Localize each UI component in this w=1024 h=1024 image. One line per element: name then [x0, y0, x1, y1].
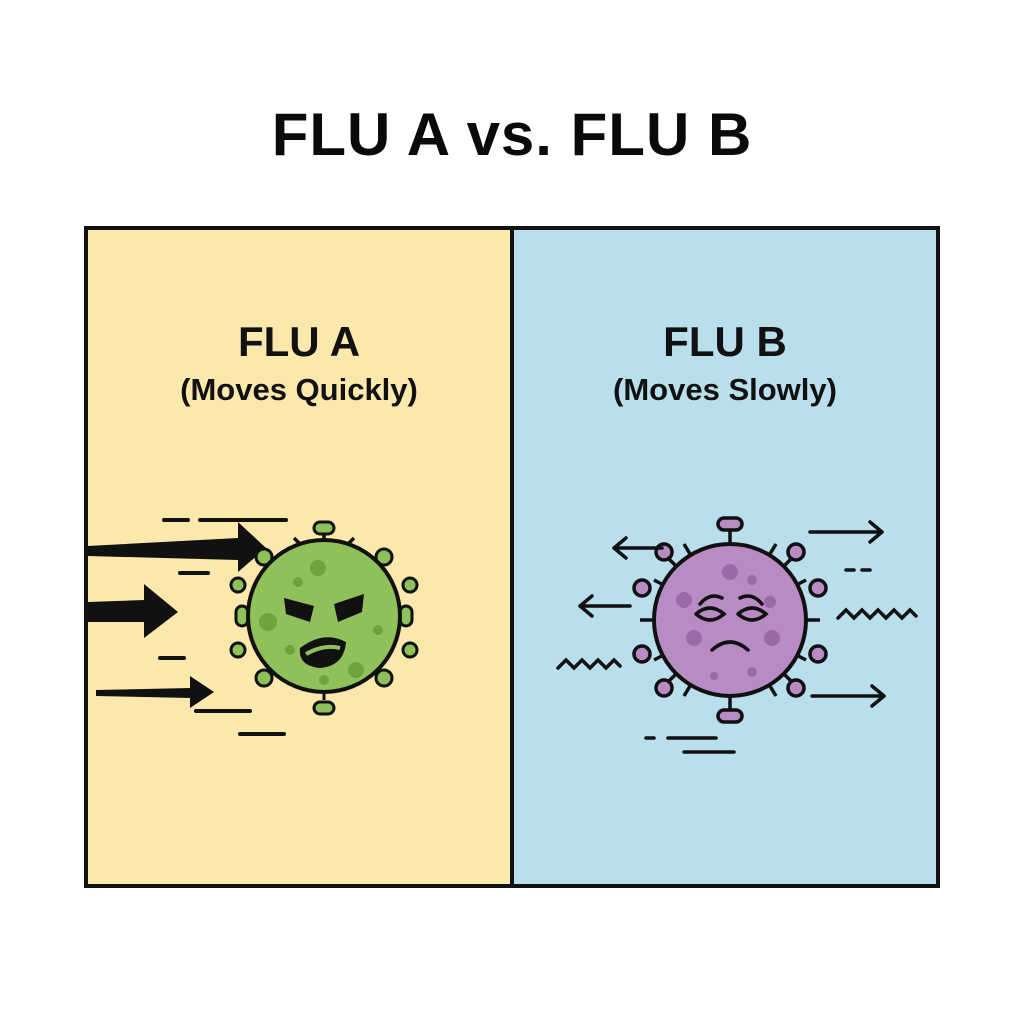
- angry-face-icon: [284, 594, 364, 668]
- flu-a-subheading: (Moves Quickly): [180, 372, 418, 407]
- fast-arrows-icon: [88, 522, 266, 708]
- flu-a-heading: FLU A: [237, 318, 361, 365]
- slow-motion-lines-icon: [556, 520, 918, 754]
- flu-b-heading: FLU B: [663, 318, 787, 365]
- flu-b-panel: FLU B (Moves Slowly): [514, 230, 936, 884]
- flu-a-virus-illustration: [88, 518, 419, 736]
- comparison-frame: FLU A (Moves Quickly): [84, 226, 940, 888]
- flu-b-virus-illustration: [556, 516, 918, 754]
- flu-b-subheading: (Moves Slowly): [613, 372, 837, 407]
- page-title: FLU A vs. FLU B: [271, 101, 753, 168]
- flu-a-panel: FLU A (Moves Quickly): [88, 230, 514, 884]
- sad-face-icon: [694, 594, 769, 652]
